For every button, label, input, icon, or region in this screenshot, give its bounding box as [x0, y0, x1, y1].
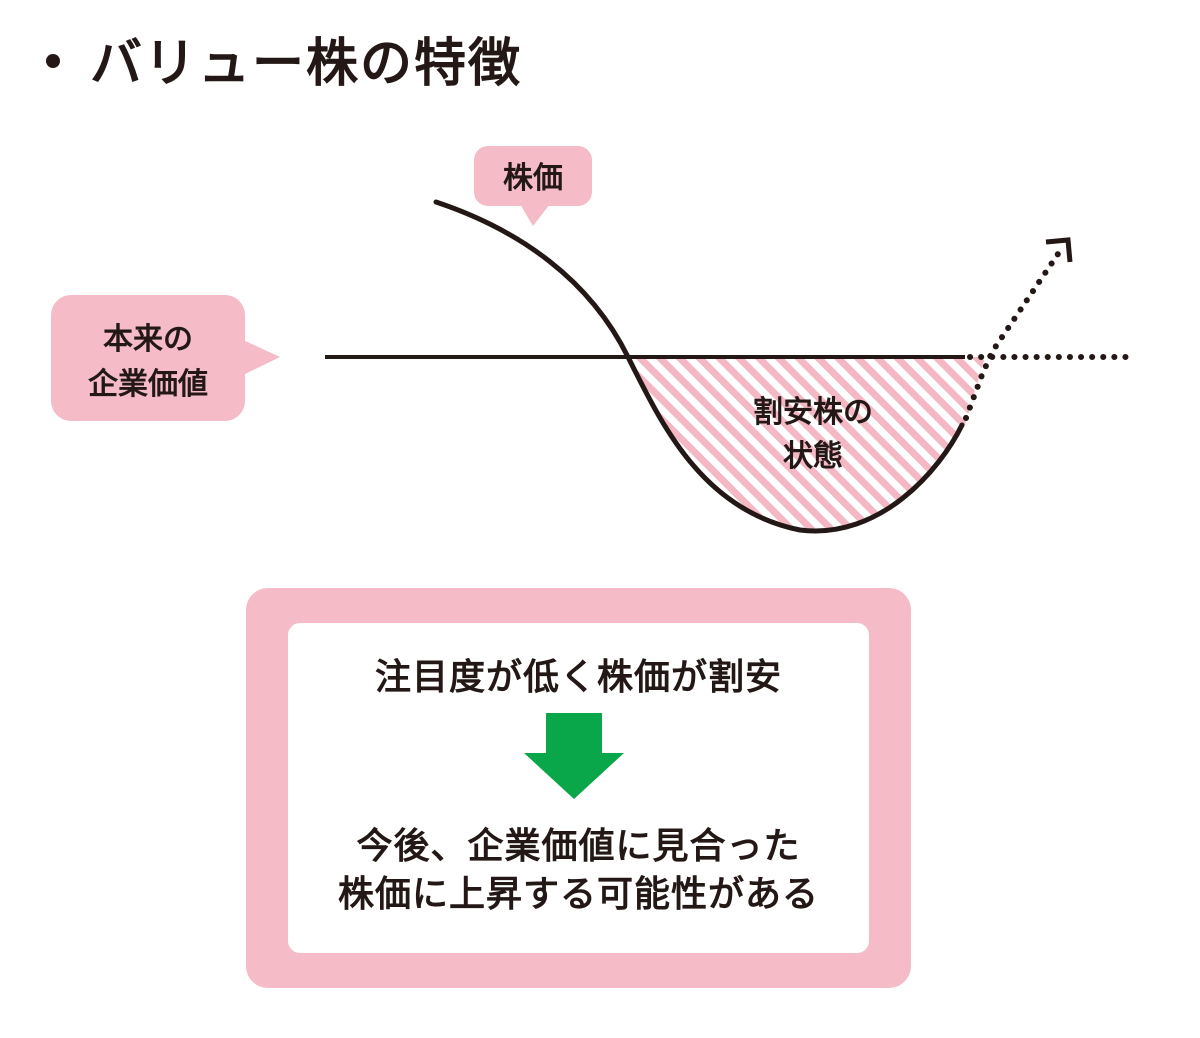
- title-bullet: [46, 54, 60, 68]
- intrinsic-value-bubble: 本来の 企業価値: [51, 295, 280, 421]
- price-label: 株価: [503, 161, 563, 196]
- intrinsic-value-label-line2: 企業価値: [88, 367, 208, 402]
- up-right-arrow-icon: [1045, 237, 1073, 263]
- undervalued-label-line1: 割安株の: [753, 395, 873, 430]
- intrinsic-value-label-line1: 本来の: [103, 322, 193, 357]
- undervalued-label-line2: 状態: [783, 439, 843, 474]
- cause-text: 注目度が低く株価が割安: [374, 657, 782, 698]
- stock-price-curve: [433, 199, 965, 534]
- result-text: 今後、企業価値に見合った 株価に上昇する可能性がある: [288, 823, 869, 919]
- down-arrow-icon: [524, 713, 624, 799]
- stock-price-dotted-rise: [963, 245, 1065, 421]
- result-line-1: 今後、企業価値に見合った: [356, 826, 801, 867]
- page-title: バリュー株の特徴: [40, 38, 522, 90]
- result-line-2: 株価に上昇する可能性がある: [337, 874, 819, 915]
- title-text: バリュー株の特徴: [90, 34, 523, 94]
- summary-inner-panel: 注目度が低く株価が割安 今後、企業価値に見合った 株価に上昇する可能性がある: [288, 623, 869, 953]
- summary-box: 注目度が低く株価が割安 今後、企業価値に見合った 株価に上昇する可能性がある: [246, 588, 911, 988]
- price-bubble: 株価: [474, 146, 592, 226]
